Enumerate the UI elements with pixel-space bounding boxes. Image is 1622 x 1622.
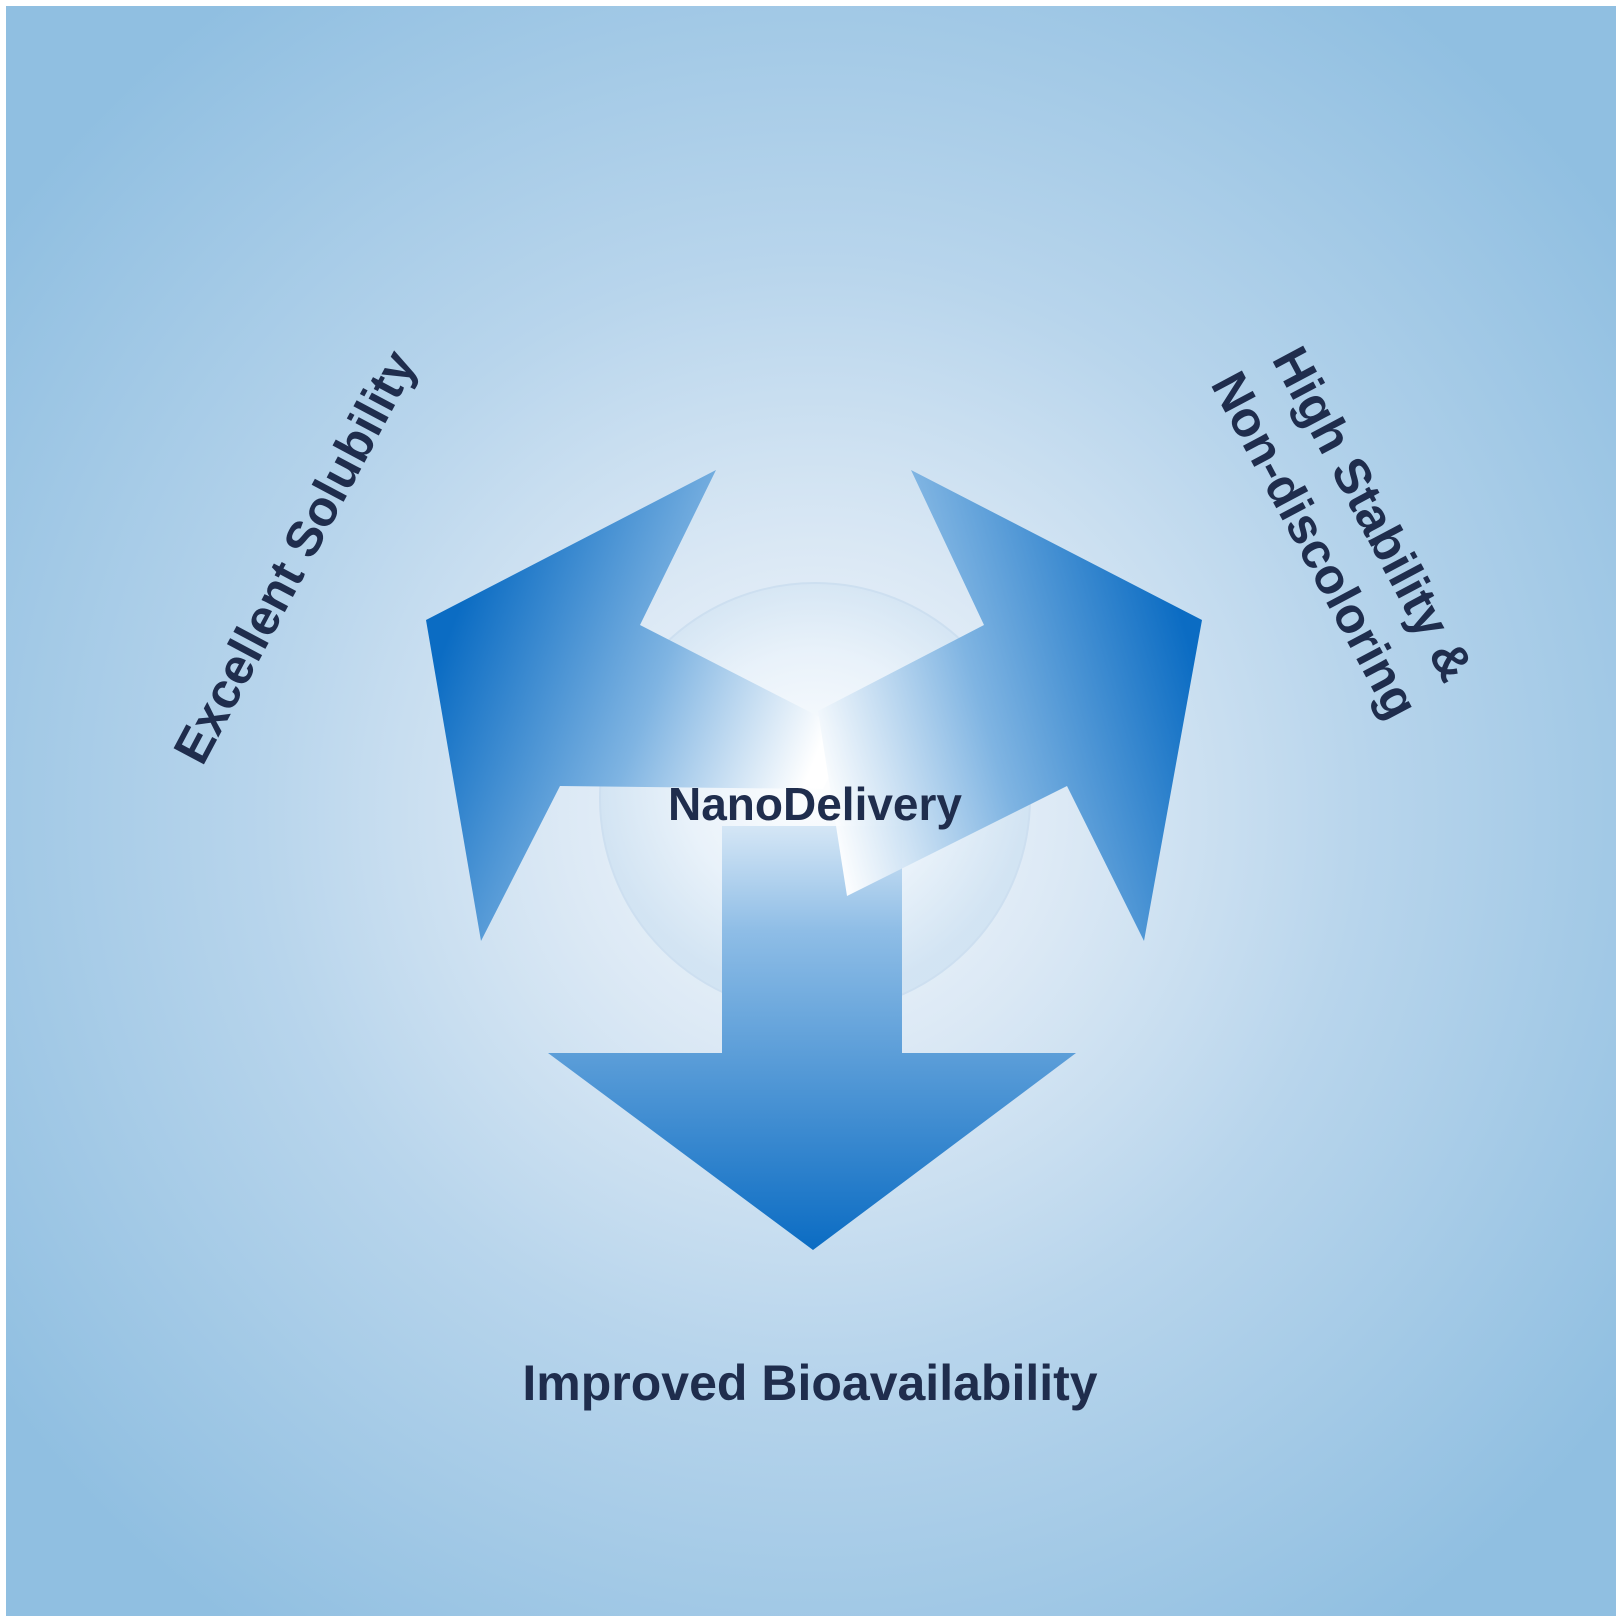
arrow-right-stability: [818, 470, 1202, 941]
center-label: NanoDelivery: [668, 778, 962, 830]
arrow-down-bioavailability: [548, 826, 1076, 1250]
arrow-left-solubility: [426, 470, 851, 941]
benefit-label-bioavailability: Improved Bioavailability: [522, 1355, 1097, 1411]
